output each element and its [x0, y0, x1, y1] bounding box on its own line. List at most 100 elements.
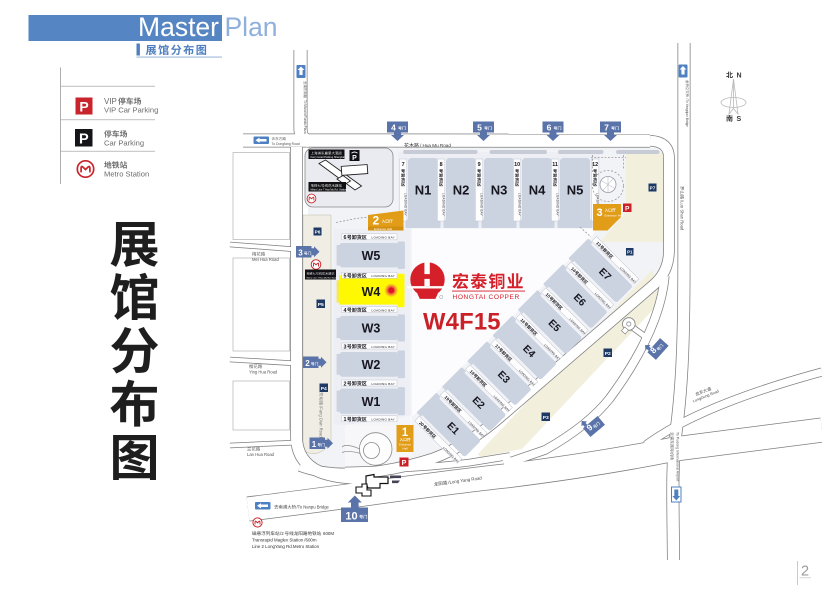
svg-text:Transrapid Maglev Station /60: Transrapid Maglev Station /600m: [252, 538, 317, 543]
svg-text:P5: P5: [318, 302, 324, 308]
svg-text:1: 1: [344, 417, 347, 423]
svg-text:P2: P2: [605, 351, 611, 357]
svg-text:10: 10: [514, 162, 520, 168]
svg-text:HONGTAI COPPER: HONGTAI COPPER: [453, 294, 520, 301]
svg-text:4: 4: [391, 122, 396, 132]
svg-text:2: 2: [373, 214, 380, 228]
svg-text:LOADING BAY: LOADING BAY: [372, 345, 396, 349]
svg-text:5: 5: [344, 274, 347, 280]
svg-text:2: 2: [344, 381, 347, 387]
svg-text:11: 11: [552, 162, 558, 168]
svg-text:6: 6: [547, 122, 552, 132]
svg-text:3: 3: [344, 344, 347, 350]
svg-text:Entrance Hall: Entrance Hall: [374, 227, 392, 231]
svg-text:Metro Station: Metro Station: [104, 169, 149, 178]
svg-text:N3: N3: [491, 182, 508, 197]
svg-text:Lan Hua Road: Lan Hua Road: [247, 452, 275, 457]
svg-text:LOADING BAY: LOADING BAY: [403, 193, 407, 216]
svg-text:9: 9: [478, 162, 481, 168]
svg-text:12: 12: [592, 162, 598, 168]
svg-text:P4: P4: [321, 386, 327, 392]
svg-text:W5: W5: [362, 249, 381, 263]
svg-text:8: 8: [440, 162, 443, 168]
svg-text:N2: N2: [453, 182, 470, 197]
svg-text:Metro Line 7 Hua Mu Rd. Statio: Metro Line 7 Hua Mu Rd. Station: [307, 277, 340, 280]
svg-text:17: 17: [494, 343, 501, 350]
svg-text:W2: W2: [362, 358, 381, 372]
svg-text:15: 15: [545, 292, 552, 299]
svg-text:LOADING BAY: LOADING BAY: [479, 193, 483, 216]
svg-text:/Fang Dian Road: /Fang Dian Road: [319, 406, 324, 438]
svg-text:/To Yangqiao Bridge: /To Yangqiao Bridge: [685, 99, 689, 128]
svg-text:7: 7: [604, 122, 609, 132]
svg-text:LOADING BAY: LOADING BAY: [517, 193, 521, 216]
svg-text:19: 19: [443, 395, 450, 402]
svg-text:W3: W3: [362, 322, 381, 336]
svg-text:W4F15: W4F15: [423, 309, 501, 336]
svg-text:Mei Hua Road: Mei Hua Road: [252, 257, 279, 262]
svg-text:P: P: [79, 131, 89, 147]
svg-text:P7: P7: [650, 186, 656, 191]
svg-text:/2: /2: [280, 531, 284, 536]
svg-text:N4: N4: [529, 182, 546, 197]
svg-text:2: 2: [801, 564, 809, 580]
svg-text:P6: P6: [315, 230, 321, 235]
svg-text:To Pudong International Airpor: To Pudong International Airport: [676, 432, 680, 481]
svg-text:2: 2: [305, 359, 310, 368]
svg-text:To Maoxin Runda Plaza: To Maoxin Runda Plaza: [303, 100, 307, 134]
svg-text:3: 3: [298, 248, 303, 257]
svg-text:Master: Master: [138, 12, 219, 42]
svg-text:P: P: [402, 460, 407, 467]
svg-text:W4: W4: [362, 285, 381, 299]
svg-text:9: 9: [585, 422, 595, 433]
svg-text:LOADING BAY: LOADING BAY: [372, 236, 396, 240]
svg-text:VIP Car Parking: VIP Car Parking: [104, 106, 158, 115]
svg-text:P: P: [352, 155, 357, 162]
svg-text:18: 18: [469, 369, 476, 376]
svg-text:600M: 600M: [323, 531, 334, 536]
svg-text:LOADING BAY: LOADING BAY: [372, 308, 396, 312]
svg-text:/ Hua Mu Road: / Hua Mu Road: [420, 143, 451, 148]
svg-text:Line 2 LongYang Rd.Metro Stati: Line 2 LongYang Rd.Metro Station: [252, 544, 320, 549]
svg-text:/Luo Shan Road: /Luo Shan Road: [680, 200, 685, 231]
svg-text:7: 7: [402, 162, 405, 168]
svg-text:LOADING BAY: LOADING BAY: [555, 193, 559, 216]
svg-text:VIP: VIP: [104, 97, 117, 106]
svg-text:LOADING BAY: LOADING BAY: [372, 382, 396, 386]
svg-text:3: 3: [597, 207, 603, 219]
svg-text:1: 1: [402, 427, 409, 439]
svg-text:N5: N5: [567, 182, 584, 197]
svg-text:LOADING BAY: LOADING BAY: [372, 418, 396, 422]
svg-text:5: 5: [477, 122, 482, 132]
svg-text:14: 14: [570, 266, 577, 273]
svg-text:S: S: [737, 116, 742, 123]
svg-text:N1: N1: [415, 182, 432, 197]
svg-text:20: 20: [418, 420, 425, 427]
svg-text:Entrance Hall: Entrance Hall: [605, 214, 624, 218]
svg-text:P3: P3: [543, 415, 549, 421]
svg-text:Entrance: Entrance: [399, 443, 411, 447]
svg-text:LOADING BAY: LOADING BAY: [441, 193, 445, 216]
svg-text:W1: W1: [362, 395, 381, 409]
svg-text:16: 16: [519, 318, 526, 325]
svg-text:P: P: [79, 98, 88, 114]
svg-text:LOADING BAY: LOADING BAY: [372, 274, 396, 278]
svg-text:P: P: [625, 205, 630, 212]
svg-text:4: 4: [344, 308, 347, 314]
svg-text:Ying Hua Road: Ying Hua Road: [249, 370, 278, 375]
svg-text:Car Parking: Car Parking: [104, 138, 144, 147]
svg-text:Plan: Plan: [225, 12, 278, 42]
svg-text:Metro Line 7 Hua Mu Rd. Stati: Metro Line 7 Hua Mu Rd. Station: [311, 189, 348, 192]
svg-text:Kerry Hotel Pudong Shanghai: Kerry Hotel Pudong Shanghai: [311, 155, 346, 159]
svg-text:/Long Yang Road: /Long Yang Road: [448, 475, 483, 485]
svg-text:To Dongfang Road: To Dongfang Road: [272, 142, 300, 146]
svg-text:1: 1: [312, 440, 317, 449]
svg-text:P1: P1: [627, 250, 633, 255]
svg-text:10: 10: [345, 510, 357, 522]
svg-text:8: 8: [648, 345, 659, 355]
svg-text:N: N: [737, 73, 742, 80]
svg-text:13: 13: [595, 241, 602, 248]
svg-text:/To Nanpu Bridge: /To Nanpu Bridge: [297, 505, 330, 510]
svg-text:Hall: Hall: [402, 446, 408, 450]
svg-text:6: 6: [344, 235, 347, 241]
